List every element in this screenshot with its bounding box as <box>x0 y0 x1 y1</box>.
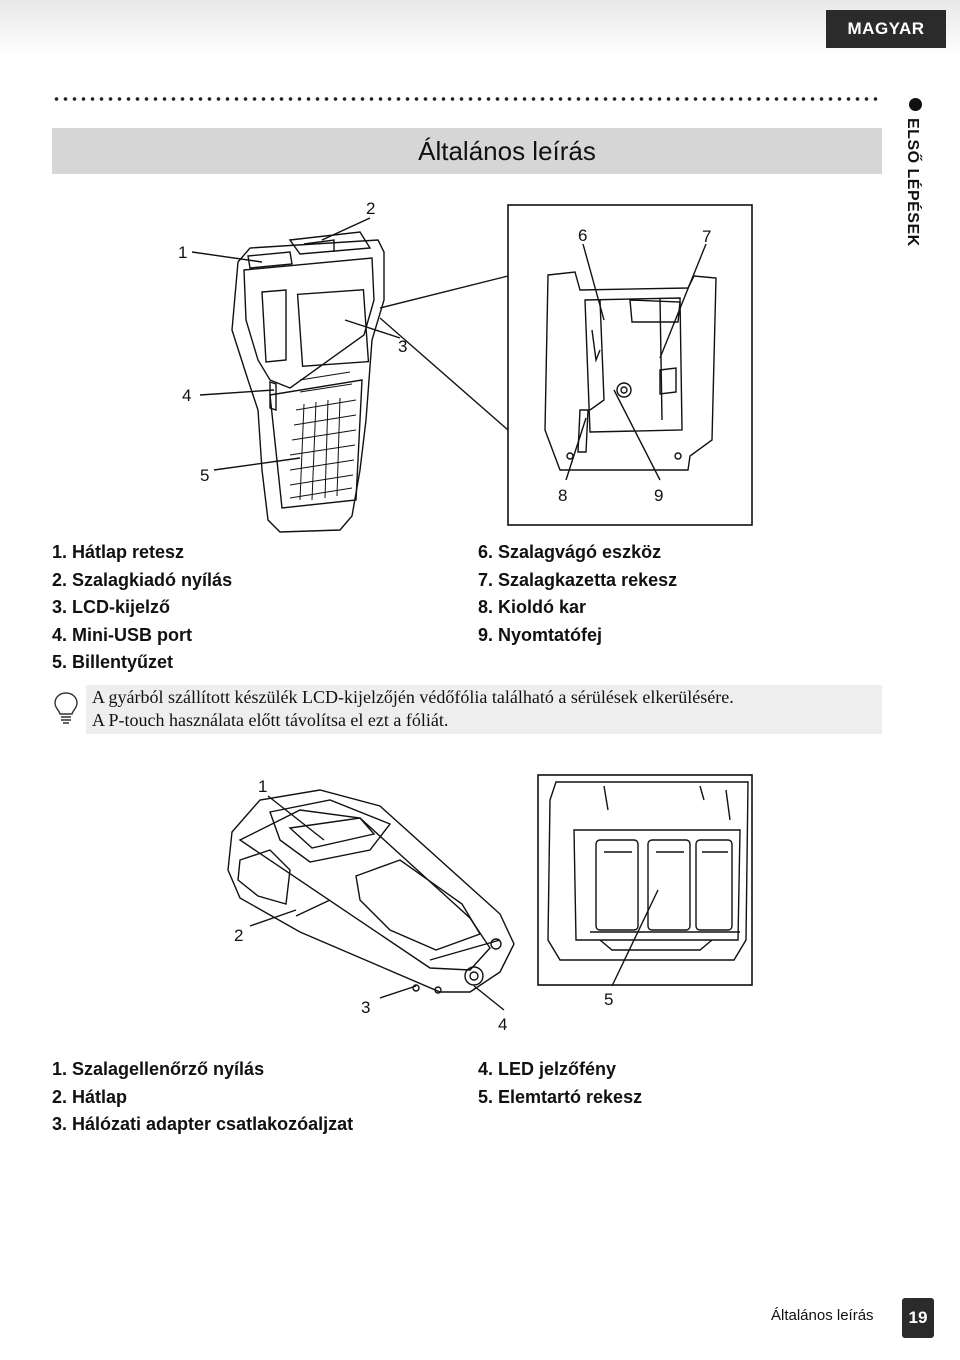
page-title: Általános leírás <box>418 135 596 166</box>
legend-item: 3. Hálózati adapter csatlakozóaljzat <box>52 1114 354 1134</box>
page-number: 19 <box>902 1298 934 1338</box>
dotted-divider <box>52 96 882 102</box>
legend-1-left: 1. Hátlap retesz 2. Szalagkiadó nyílás 3… <box>52 539 232 677</box>
callout-4: 4 <box>498 1015 508 1034</box>
cassette-view-frame <box>507 204 753 526</box>
callout-3: 3 <box>361 998 371 1017</box>
callout-3: 3 <box>398 337 408 356</box>
legend-item: 4. Mini-USB port <box>52 624 192 645</box>
callout-4: 4 <box>182 386 192 405</box>
callout-6: 6 <box>578 226 588 245</box>
legend-item: 5. Billentyűzet <box>52 652 174 672</box>
note-line: A gyárból szállított készülék LCD-kijelz… <box>92 687 734 707</box>
callout-2: 2 <box>234 926 244 945</box>
lightbulb-icon <box>54 692 78 724</box>
bullet-icon <box>909 98 922 111</box>
battery-view-frame <box>537 774 753 986</box>
note-text: A gyárból szállított készülék LCD-kijelz… <box>92 686 734 732</box>
callout-5: 5 <box>604 990 614 1009</box>
note-line: A P-touch használata előtt távolítsa el … <box>92 710 449 730</box>
callout-9: 9 <box>654 486 664 505</box>
legend-item: 3. LCD-kijelző <box>52 597 171 617</box>
legend-item: 8. Kioldó kar <box>478 597 587 617</box>
note-box <box>86 685 882 734</box>
legend-item: 2. Hátlap <box>52 1086 128 1107</box>
legend-item: 1. Hátlap retesz <box>52 542 185 562</box>
device-front-outline <box>231 239 385 533</box>
callout-2: 2 <box>366 199 376 218</box>
header-band <box>0 0 960 58</box>
device-back-outline <box>227 789 515 993</box>
title-bar: Általános leírás <box>52 128 882 174</box>
callout-5: 5 <box>200 466 210 485</box>
callout-1: 1 <box>258 777 268 796</box>
legend-item: 9. Nyomtatófej <box>478 624 603 645</box>
legend-item: 6. Szalagvágó eszköz <box>478 542 662 562</box>
section-label: ELSŐ LÉPÉSEK <box>904 118 921 247</box>
legend-item: 1. Szalagellenőrző nyílás <box>52 1059 265 1079</box>
legend-2-right: 4. LED jelzőfény 5. Elemtartó rekesz <box>478 1056 642 1111</box>
legend-item: 5. Elemtartó rekesz <box>478 1086 643 1107</box>
legend-item: 7. Szalagkazetta rekesz <box>478 569 678 590</box>
language-tab: MAGYAR <box>826 10 946 48</box>
legend-item: 4. LED jelzőfény <box>478 1059 617 1079</box>
callout-7: 7 <box>702 227 712 246</box>
legend-item: 2. Szalagkiadó nyílás <box>52 569 233 590</box>
footer-section-title: Általános leírás <box>771 1307 874 1324</box>
callout-1: 1 <box>178 243 188 262</box>
callout-8: 8 <box>558 486 568 505</box>
legend-1-right: 6. Szalagvágó eszköz 7. Szalagkazetta re… <box>478 539 677 649</box>
legend-2-left: 1. Szalagellenőrző nyílás 2. Hátlap 3. H… <box>52 1056 353 1139</box>
